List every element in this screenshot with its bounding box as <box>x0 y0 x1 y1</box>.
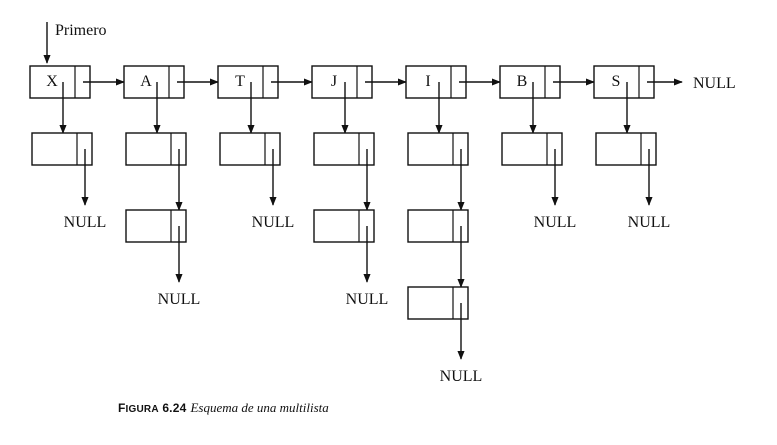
sublist-null-label: NULL <box>346 291 389 308</box>
figure-label: FIGURA 6.24 <box>118 401 186 415</box>
sublist-null-label: NULL <box>534 214 577 231</box>
main-node-t: T <box>217 65 313 99</box>
null-labels: NULL NULL NULL NULL NULL NULL NULL <box>64 214 671 385</box>
main-node-i: I <box>405 65 501 99</box>
sublist-node <box>31 132 93 166</box>
main-node-b: B <box>499 65 595 99</box>
sublist-null-label: NULL <box>64 214 107 231</box>
main-node-j: J <box>311 65 407 99</box>
main-node-label: A <box>140 73 152 90</box>
sublist-node <box>313 209 375 243</box>
main-node-box <box>123 65 185 99</box>
sublist-null-label: NULL <box>158 291 201 308</box>
sublist-i <box>407 82 469 360</box>
sublist-node <box>219 132 281 166</box>
sublist-t <box>219 82 281 206</box>
main-node-label: T <box>235 73 245 90</box>
sublist-node <box>407 132 469 166</box>
sublist-null-label: NULL <box>252 214 295 231</box>
main-node-label: S <box>612 73 621 90</box>
main-node-box <box>29 65 91 99</box>
sublist-node <box>407 209 469 243</box>
sublist-node <box>125 209 187 243</box>
sublist-node <box>313 132 375 166</box>
main-node-box <box>311 65 373 99</box>
head-pointer-label: Primero <box>55 22 107 39</box>
main-list-null-label: NULL <box>693 75 736 92</box>
sublist-b <box>501 82 563 206</box>
main-node-box <box>593 65 655 99</box>
sublist-a <box>125 82 187 283</box>
sublist-s <box>595 82 657 206</box>
sublist-j <box>313 82 375 283</box>
sublist-null-label: NULL <box>440 368 483 385</box>
main-node-s: S <box>593 65 683 99</box>
main-node-a: A <box>123 65 219 99</box>
sublist-node <box>125 132 187 166</box>
main-node-label: I <box>425 73 430 90</box>
figure-description: Esquema de una multilista <box>190 400 329 415</box>
main-node-x: X <box>29 65 125 99</box>
main-node-box <box>405 65 467 99</box>
figure-prefix: F <box>118 401 126 415</box>
main-node-box <box>217 65 279 99</box>
main-node-box <box>499 65 561 99</box>
figure-number: 6.24 <box>162 401 187 415</box>
main-node-label: X <box>46 73 58 90</box>
head-pointer: Primero <box>43 22 107 64</box>
figure-smallcaps: IGURA <box>125 404 159 415</box>
sublist-null-label: NULL <box>628 214 671 231</box>
sublist-node <box>407 286 469 320</box>
sublist-x <box>31 82 93 206</box>
sub-lists <box>31 82 657 360</box>
sublist-node <box>501 132 563 166</box>
sublist-node <box>595 132 657 166</box>
main-node-label: B <box>517 73 528 90</box>
main-node-label: J <box>331 73 337 90</box>
